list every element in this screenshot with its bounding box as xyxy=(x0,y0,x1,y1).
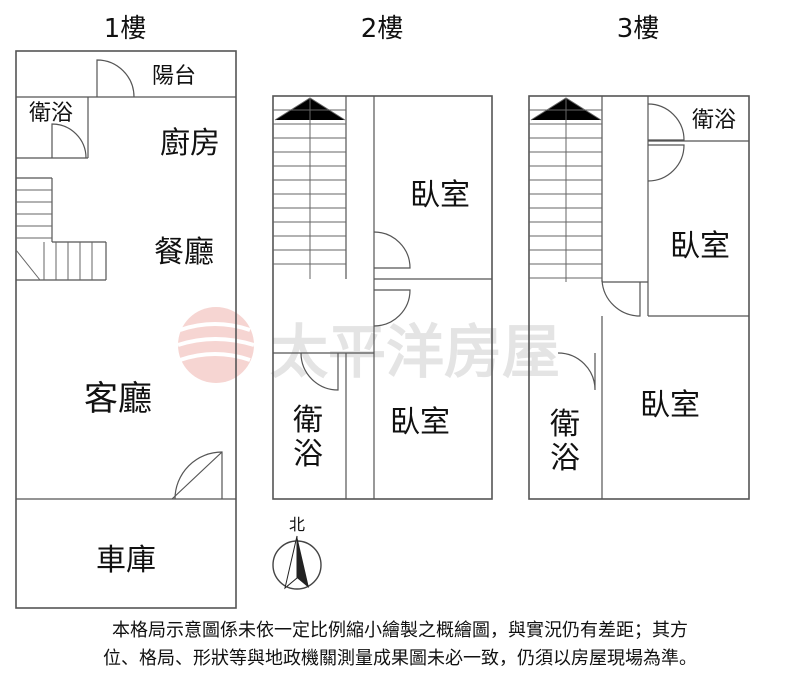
room-label-garage: 車庫 xyxy=(96,543,156,578)
stairs-icon xyxy=(273,96,347,279)
door-icon xyxy=(557,352,596,391)
door-icon xyxy=(51,123,87,159)
room-label-bath-2f-line2: 浴 xyxy=(293,437,323,472)
room-label-bath-3f-top: 衛浴 xyxy=(692,108,736,133)
door-icon xyxy=(300,352,339,391)
disclaimer-line-1: 本格局示意圖係未依一定比例縮小繪製之概繪圖，與實況仍有差距；其方 xyxy=(112,620,688,641)
floor-1-outline xyxy=(15,50,237,609)
door-icon xyxy=(96,59,135,98)
stairs-icon xyxy=(529,96,603,282)
watermark-text: 太平洋房屋 xyxy=(270,318,560,386)
floor-title-3: 3樓 xyxy=(617,14,660,44)
floor-title-1: 1樓 xyxy=(104,14,147,44)
room-label-bedroom-2f-bottom: 臥室 xyxy=(390,405,450,440)
room-label-bedroom-2f-top: 臥室 xyxy=(410,178,470,213)
floor-3-plan: 衛浴 臥室 臥室 衛 浴 xyxy=(528,95,750,500)
room-label-bath-2f-line1: 衛 xyxy=(293,403,323,438)
watermark-logo-icon xyxy=(177,307,255,383)
room-label-dining: 餐廳 xyxy=(154,235,214,270)
room-label-bath-3f-line2: 浴 xyxy=(550,441,580,476)
watermark: 太平洋房屋 xyxy=(177,307,560,386)
floor-2-outline xyxy=(272,95,493,500)
room-label-bedroom-3f-top: 臥室 xyxy=(670,229,730,264)
disclaimer-line-2: 位、格局、形狀等與地政機關測量成果圖未必一致，仍須以房屋現場為準。 xyxy=(103,648,697,669)
floor-title-2: 2樓 xyxy=(361,14,404,44)
floor-2-plan: 臥室 臥室 衛 浴 xyxy=(272,95,493,500)
stairs-icon xyxy=(15,177,107,281)
room-label-bath-3f-line1: 衛 xyxy=(550,407,580,442)
room-label-bedroom-3f-bottom: 臥室 xyxy=(640,388,700,423)
door-icon xyxy=(647,103,685,141)
compass-north-label: 北 xyxy=(289,515,305,534)
door-icon xyxy=(601,279,641,317)
door-icon xyxy=(373,231,411,269)
door-icon xyxy=(647,144,685,182)
door-icon xyxy=(373,289,411,327)
room-label-living: 客廳 xyxy=(84,379,152,419)
room-label-bath-1f: 衛浴 xyxy=(29,101,73,126)
floor-3-outline xyxy=(528,95,750,500)
door-icon xyxy=(174,451,223,500)
room-label-kitchen: 廚房 xyxy=(160,126,220,161)
floor-1-plan: 陽台 衛浴 廚房 餐廳 客廳 車庫 xyxy=(15,50,237,609)
room-label-balcony: 陽台 xyxy=(152,64,196,89)
compass-icon: 北 xyxy=(272,515,322,590)
